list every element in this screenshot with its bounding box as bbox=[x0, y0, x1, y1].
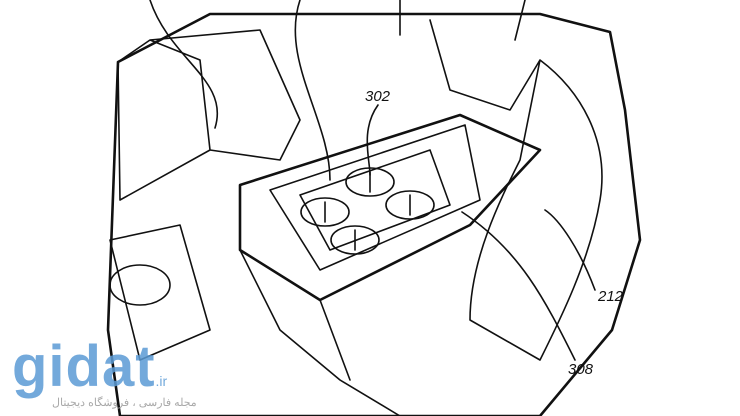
left-seat bbox=[117, 29, 301, 201]
propeller-guard bbox=[330, 225, 380, 255]
drone bbox=[300, 167, 435, 255]
watermark-tld: .ir bbox=[155, 373, 168, 389]
center-console bbox=[238, 113, 542, 302]
leader-212 bbox=[544, 209, 596, 291]
floor-lines bbox=[239, 249, 401, 416]
propeller-guard bbox=[300, 197, 350, 227]
leader-302 bbox=[366, 104, 379, 176]
propeller-guard bbox=[385, 190, 435, 220]
watermark: gidat.ir مجله فارسی ، فروشگاه دیجیتال bbox=[12, 338, 197, 410]
leader-lines-top bbox=[149, 0, 526, 181]
propeller-shafts bbox=[324, 171, 411, 251]
watermark-tagline: مجله فارسی ، فروشگاه دیجیتال bbox=[52, 397, 197, 409]
watermark-logo: gidat bbox=[12, 334, 156, 399]
drone-bay bbox=[299, 149, 451, 251]
label-212: 212 bbox=[598, 288, 624, 305]
label-302: 302 bbox=[365, 88, 391, 105]
cupholder bbox=[109, 224, 211, 361]
label-308: 308 bbox=[568, 361, 594, 378]
interior-outline bbox=[106, 12, 642, 416]
leader-308 bbox=[461, 211, 576, 361]
console-lid bbox=[269, 124, 481, 271]
right-seat bbox=[429, 19, 603, 361]
cup-well bbox=[109, 264, 171, 306]
